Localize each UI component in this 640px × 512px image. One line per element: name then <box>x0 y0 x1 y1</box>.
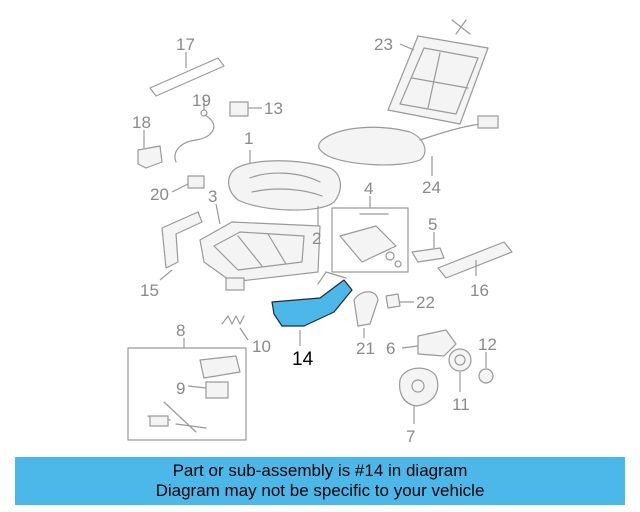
part-22-knob: 22 <box>385 293 435 312</box>
part-21-bracket: 21 <box>353 291 379 358</box>
callout-19[interactable]: 19 <box>192 91 211 110</box>
info-banner: Part or sub-assembly is #14 in diagram D… <box>15 457 625 505</box>
callout-3[interactable]: 3 <box>208 187 217 206</box>
callout-20[interactable]: 20 <box>150 185 169 204</box>
callout-12[interactable]: 12 <box>478 335 497 354</box>
part-13-clip: 13 <box>229 99 283 118</box>
callout-7[interactable]: 7 <box>406 427 415 446</box>
part-6-actuator: 6 <box>386 329 457 358</box>
banner-line-2: Diagram may not be specific to your vehi… <box>155 481 485 500</box>
part-20-connector: 20 <box>150 175 205 204</box>
part-9-motor: 9 <box>176 379 229 399</box>
part-24-heater-harness: 24 <box>318 115 499 197</box>
callout-15[interactable]: 15 <box>140 281 159 300</box>
callout-22[interactable]: 22 <box>416 293 435 312</box>
parts-diagram: 17 19 13 18 20 1 23 <box>127 19 513 446</box>
part-23-seatback-frame: 23 <box>374 19 489 125</box>
callout-5[interactable]: 5 <box>428 215 437 234</box>
callout-24[interactable]: 24 <box>422 178 441 197</box>
callout-18[interactable]: 18 <box>132 113 151 132</box>
callout-2[interactable]: 2 <box>312 229 321 248</box>
callout-21[interactable]: 21 <box>356 339 375 358</box>
part-12-cap: 12 <box>478 335 497 384</box>
part-15-side-trim: 15 <box>140 211 203 300</box>
callout-17[interactable]: 17 <box>176 35 195 54</box>
callout-16[interactable]: 16 <box>470 281 489 300</box>
part-10-spring: 10 <box>221 315 271 356</box>
part-11-gear: 11 <box>448 348 472 414</box>
callout-11[interactable]: 11 <box>452 395 470 414</box>
callout-4[interactable]: 4 <box>364 179 373 198</box>
callout-14[interactable]: 14 <box>292 349 314 370</box>
callout-6[interactable]: 6 <box>386 339 395 358</box>
part-5-trim: 5 <box>411 215 445 263</box>
part-18-bracket: 18 <box>132 113 163 169</box>
part-19-cable: 19 <box>174 91 215 163</box>
callout-13[interactable]: 13 <box>264 99 283 118</box>
callout-8[interactable]: 8 <box>176 321 185 340</box>
part-17-trim-strip: 17 <box>149 35 225 97</box>
part-8-kit: 8 <box>127 321 247 441</box>
callout-1[interactable]: 1 <box>244 129 253 148</box>
callout-9[interactable]: 9 <box>176 379 185 398</box>
part-16-side-shield: 16 <box>437 241 513 300</box>
part-3-seat-frame: 3 <box>199 187 321 291</box>
banner-line-1: Part or sub-assembly is #14 in diagram <box>172 461 468 480</box>
part-14-side-shield-highlighted[interactable]: 14 <box>271 271 353 370</box>
callout-23[interactable]: 23 <box>374 35 393 54</box>
part-2-leader: 2 <box>312 206 321 248</box>
part-1-seat-cushion: 1 <box>228 129 341 211</box>
callout-10[interactable]: 10 <box>252 337 271 356</box>
part-7-motor-assembly: 7 <box>399 367 439 446</box>
part-4-mechanism: 4 <box>331 179 409 273</box>
